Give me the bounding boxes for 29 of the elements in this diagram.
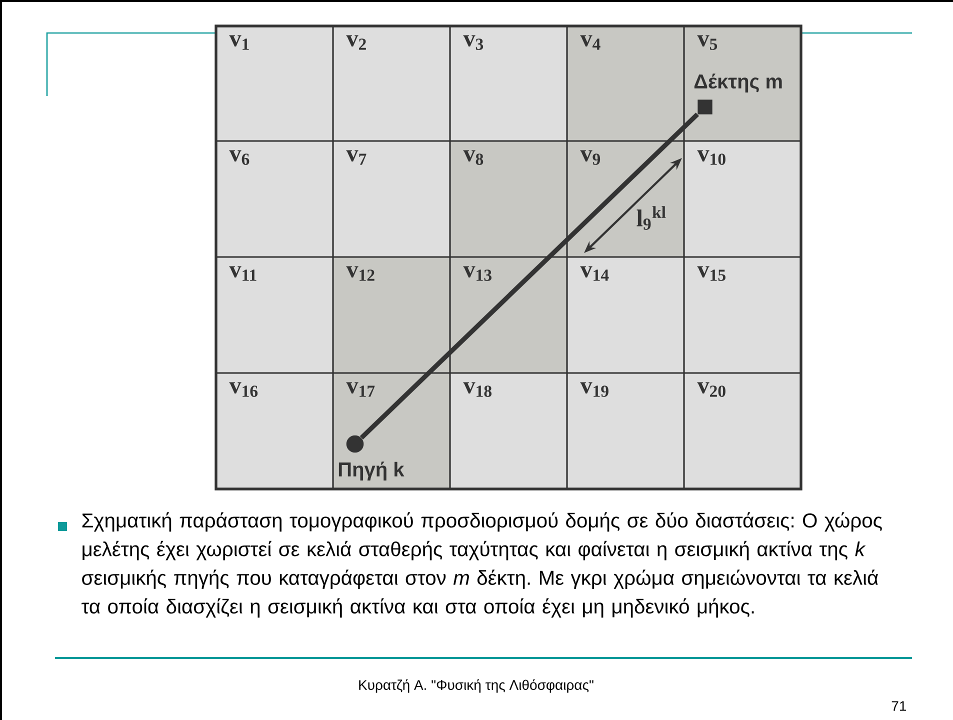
endpoint-marker xyxy=(698,100,712,114)
caption: Σχηματική παράσταση τομογραφικού προσδιορισμού δομής σε δύο διαστάσεις: Ο χώρος μελέτης έχει χωριστεί σε κελιά σταθερής ταχύτητας και φαίνεται η σεισμική ακτίνα της k σεισμικής πηγής που καταγράφεται στον m δέκτη. Με γκρι χρώμα σημειώνονται τα κελιά τα οποία διασχίζει η σεισμική ακτίνα και στα οποία έχει μη μηδενικό μήκος. xyxy=(82,512,882,618)
point-label: Δέκτης m xyxy=(694,74,782,92)
length-label: l$_{9}$kl xyxy=(636,206,666,230)
page-number: 71 xyxy=(892,701,906,711)
cell-label: v$_{2}$ xyxy=(346,35,366,50)
footer: Κυρατζή Α. "Φυσική της Λιθόσφαιρας" xyxy=(359,679,594,693)
cell-label: v$_{8}$ xyxy=(463,150,484,165)
cell-label: v$_{19}$ xyxy=(580,382,608,397)
cell-label: v$_{6}$ xyxy=(229,150,250,165)
cell-label: v$_{20}$ xyxy=(697,382,726,397)
cell-label: v$_{13}$ xyxy=(463,266,492,281)
cell-label: v$_{10}$ xyxy=(697,150,726,165)
point-label: Πηγή k xyxy=(338,462,404,480)
cell-label: v$_{18}$ xyxy=(463,382,492,397)
cell-label: v$_{11}$ xyxy=(229,266,256,281)
seismic-ray xyxy=(360,112,700,440)
cell-label: v$_{17}$ xyxy=(346,382,375,397)
cell-label: v$_{7}$ xyxy=(346,150,366,165)
cell-label: v$_{12}$ xyxy=(346,266,374,281)
cell-label: v$_{4}$ xyxy=(580,35,600,50)
cell-label: v$_{14}$ xyxy=(580,266,609,281)
cell-label: v$_{15}$ xyxy=(697,266,726,281)
cell-label: v$_{16}$ xyxy=(229,382,258,397)
cell-label: v$_{9}$ xyxy=(580,150,600,165)
cell-label: v$_{5}$ xyxy=(697,35,718,50)
cell-label: v$_{1}$ xyxy=(229,35,249,50)
cell-label: v$_{3}$ xyxy=(463,35,484,50)
endpoint-marker xyxy=(346,435,364,453)
